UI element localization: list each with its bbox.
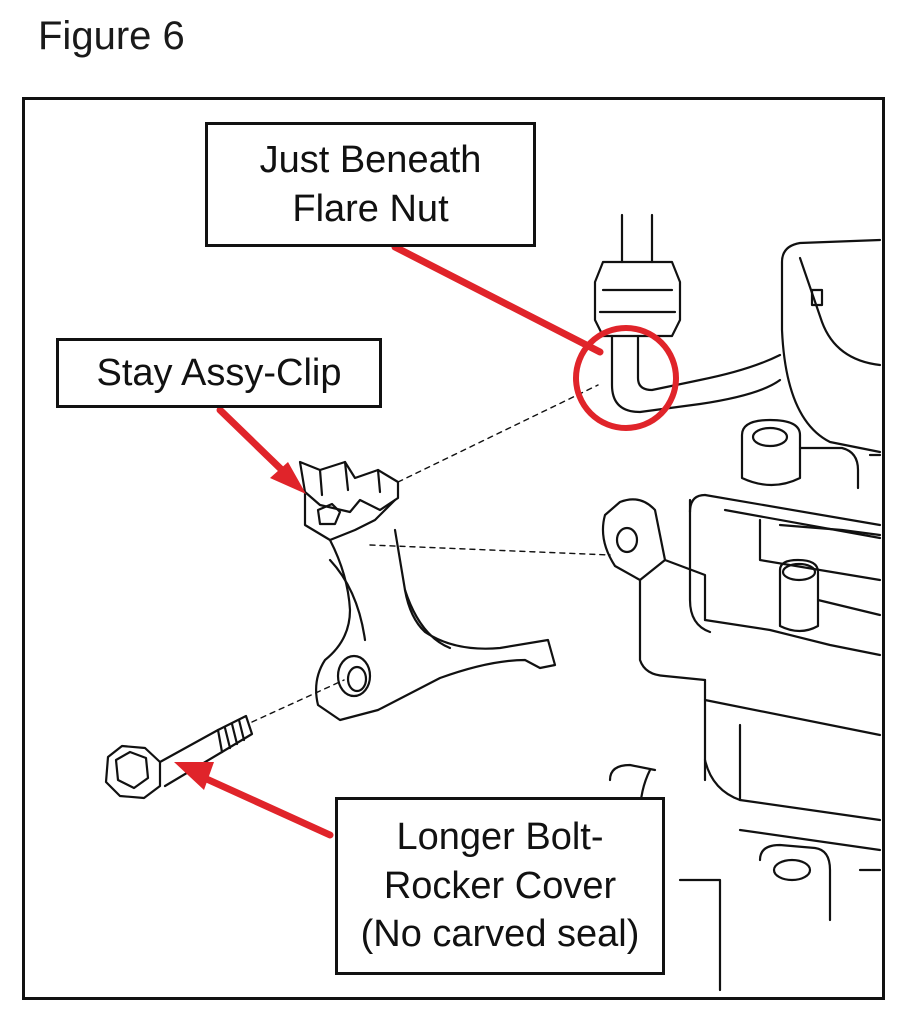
callout-flare-nut: Just Beneath Flare Nut (205, 122, 536, 247)
annotation-arrows (174, 243, 679, 839)
figure-title: Figure 6 (38, 14, 185, 58)
diagram-frame (22, 97, 885, 1000)
callout-stay-clip: Stay Assy-Clip (56, 338, 382, 408)
callout-flare-nut-line-2: Flare Nut (292, 187, 449, 230)
callout-bolt-line-2: Rocker Cover (383, 864, 617, 907)
callout-flare-nut-line-1: Just Beneath (259, 138, 482, 181)
bolt-part (104, 714, 254, 800)
callout-bolt-line-1: Longer Bolt- (396, 816, 604, 859)
callout-stay-clip-line-1: Stay Assy-Clip (96, 351, 342, 394)
stay-clip-part (298, 460, 557, 722)
callout-bolt-line-3: (No carved seal) (360, 913, 640, 956)
stay-clip-arrowhead (270, 462, 306, 494)
fuel-line (593, 213, 782, 414)
callout-bolt: Longer Bolt- Rocker Cover (No carved sea… (335, 797, 665, 975)
bolt-arrowhead (174, 762, 214, 790)
alignment-lines (251, 384, 611, 723)
flare-nut-highlight-circle (573, 325, 679, 431)
engine-housing (601, 238, 882, 992)
